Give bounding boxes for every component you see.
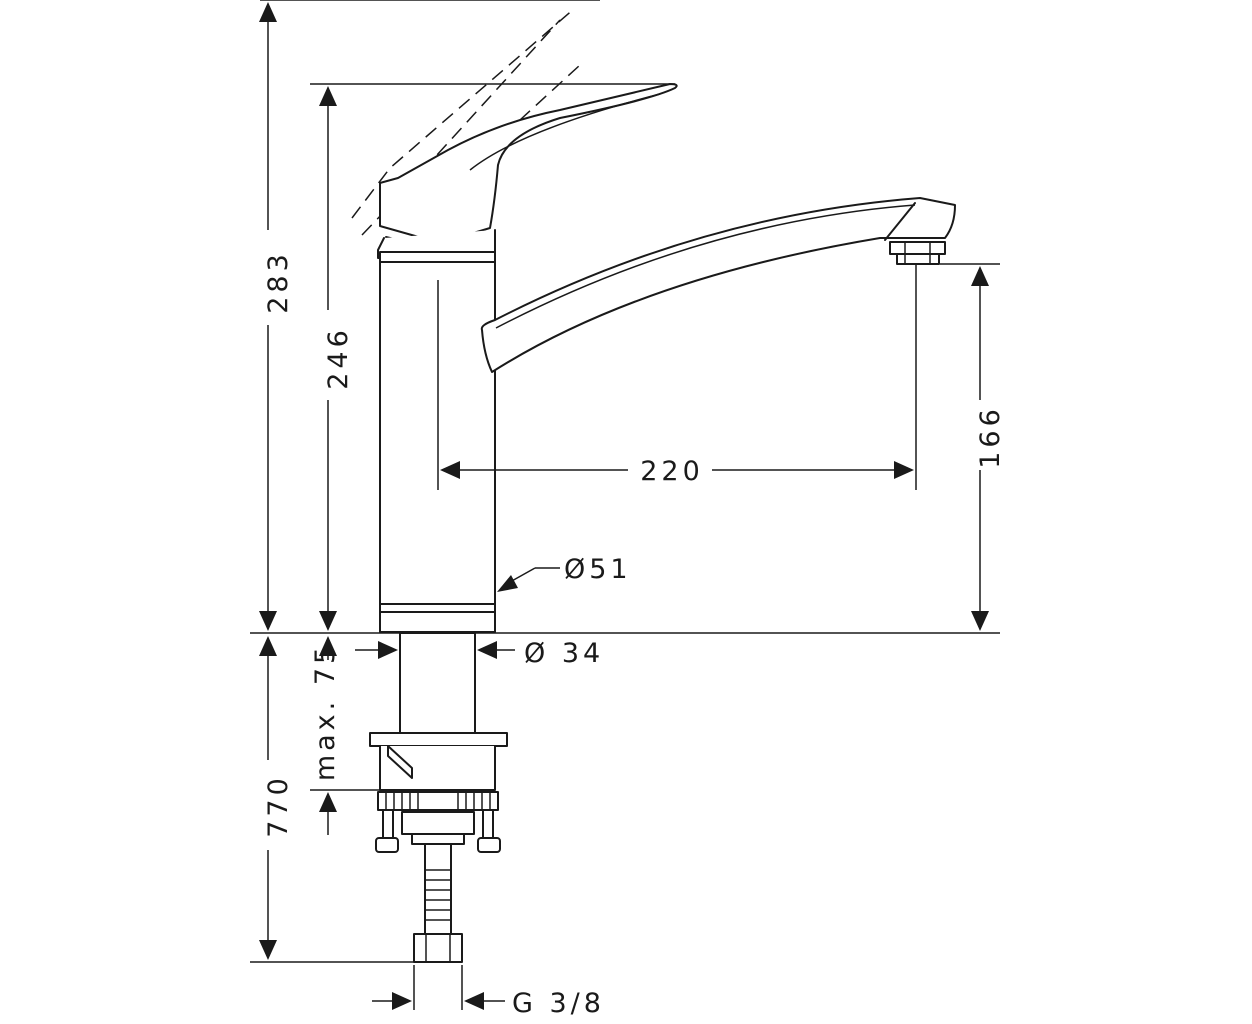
spout — [480, 197, 956, 373]
dim-spout-height: 166 — [975, 405, 1006, 469]
supply-hose — [424, 843, 452, 935]
faucet-body — [377, 83, 956, 633]
dim-overall-height: 283 — [263, 250, 294, 314]
hose-nut — [413, 933, 463, 963]
dim-body-diameter: Ø51 — [564, 554, 632, 585]
threaded-nut — [377, 791, 499, 811]
aerator — [889, 241, 946, 255]
dim-spout-reach: 220 — [640, 456, 704, 487]
mounting-plate — [369, 732, 508, 747]
dim-shank-diameter: Ø 34 — [524, 638, 604, 669]
shank — [399, 632, 476, 734]
dim-connection: G 3/8 — [512, 988, 605, 1019]
dim-hose-length: 770 — [263, 774, 294, 838]
dim-body-height: 246 — [323, 326, 354, 390]
dim-max-deck: max. 75 — [310, 643, 341, 781]
mounting-assembly — [369, 632, 508, 963]
dimension-lines — [250, 0, 1000, 1010]
